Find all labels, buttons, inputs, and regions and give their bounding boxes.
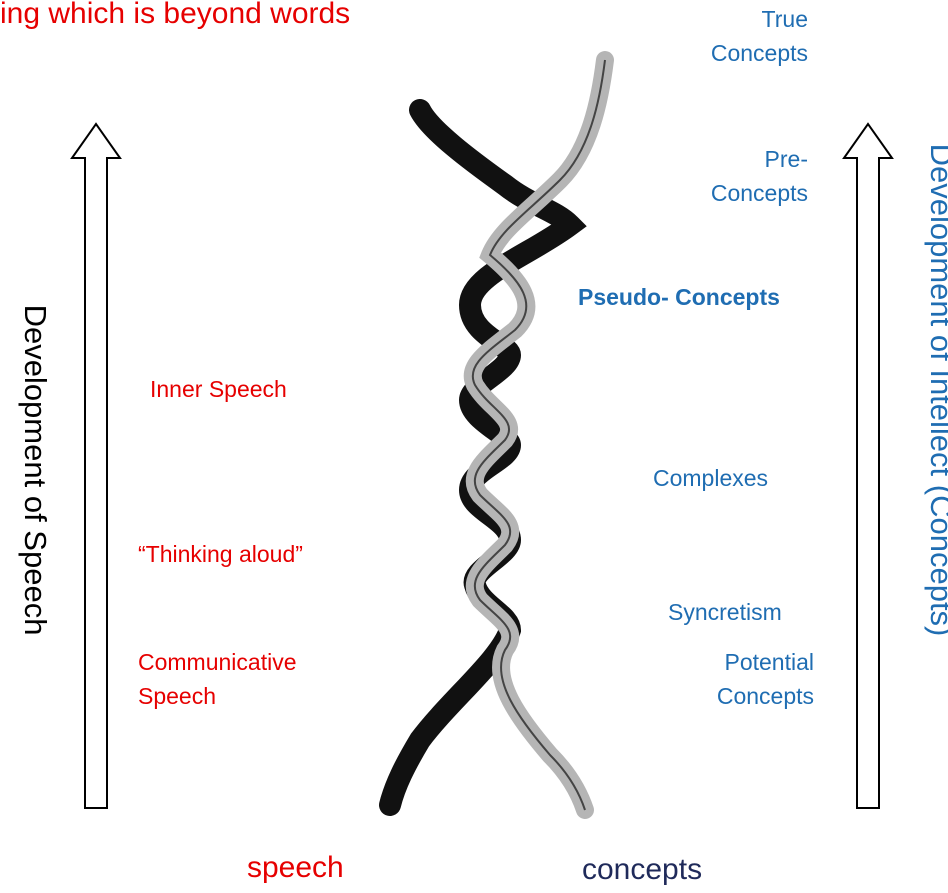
left-up-arrow <box>70 122 122 809</box>
concept-stage-potential: Potential Concepts <box>600 645 814 713</box>
right-axis-label: Development of Intellect (Concepts) <box>924 143 948 637</box>
speech-stage-communicative: Communicative Speech <box>138 645 297 713</box>
concept-stage-pre-line2: Concepts <box>710 180 808 206</box>
concept-stage-pre-line1: Pre- <box>764 146 808 172</box>
right-up-arrow <box>842 122 894 809</box>
concept-stage-potential-line2: Concepts <box>716 683 814 709</box>
speech-stage-communicative-line1: Communicative <box>138 649 297 675</box>
concept-stage-true-line1: True <box>761 6 808 32</box>
concept-stage-syncretism: Syncretism <box>668 599 782 625</box>
bottom-label-concepts: concepts <box>582 853 703 886</box>
concept-stage-complexes: Complexes <box>653 465 769 491</box>
bottom-label-speech: speech <box>247 851 344 884</box>
speech-stage-inner-speech: Inner Speech <box>150 376 287 402</box>
concept-stage-true-line2: Concepts <box>710 40 808 66</box>
double-helix-illustration <box>379 51 614 819</box>
left-axis-label: Development of Speech <box>18 304 53 636</box>
concept-stage-pseudo: Pseudo- Concepts <box>578 284 780 310</box>
concept-stage-potential-line1: Potential <box>724 649 814 675</box>
concept-stage-pre: Pre- Concepts <box>600 142 808 210</box>
speech-stage-communicative-line2: Speech <box>138 683 217 709</box>
top-caption: ing which is beyond words <box>0 0 351 30</box>
concept-stage-true: True Concepts <box>600 2 808 70</box>
speech-stage-thinking-aloud: “Thinking aloud” <box>138 541 303 567</box>
